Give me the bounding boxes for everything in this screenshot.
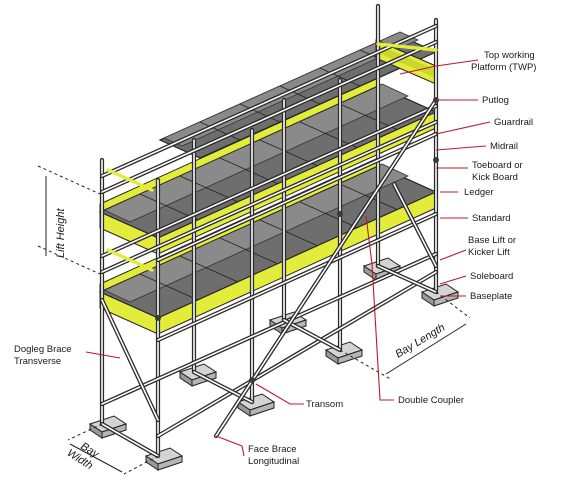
lift-height-dimension: Lift Height [37,165,101,275]
base-lift-label: Base Lift or Kicker Lift [468,235,519,258]
transoms [99,263,439,459]
baseplate-front-right-mid [324,341,364,365]
guardrail-label: Guardrail [494,117,533,128]
ledgers [99,23,439,439]
putlog-label: Putlog [482,95,509,106]
baseplate-front-mid [144,447,184,471]
standard-label: Standard [472,213,511,224]
midrail-label: Midrail [490,141,518,152]
ledger-label: Ledger [464,187,494,198]
transom-label: Transom [306,399,343,410]
leader-lines [85,59,491,457]
dogleg-brace-label: Dogleg Brace Transverse [14,344,74,367]
double-coupler-label: Double Coupler [398,395,464,406]
top-working-platform-label: Top working Platform (TWP) [471,50,537,73]
lift-height-label: Lift Height [55,208,67,258]
face-brace-label: Face Brace Longitudinal [248,444,299,467]
part-labels: Top working Platform (TWP) Putlog Guardr… [14,50,537,467]
svg-text:Bay Width: Bay Width [65,436,104,473]
bay-length-dimension: Bay Length [339,291,471,381]
baseplate-label: Baseplate [470,291,512,302]
toeboard-label: Toeboard or Kick Board [472,160,525,183]
middle-deck [98,77,438,255]
soleboard-label: Soleboard [470,271,513,282]
guardrail-highlights [106,42,438,272]
